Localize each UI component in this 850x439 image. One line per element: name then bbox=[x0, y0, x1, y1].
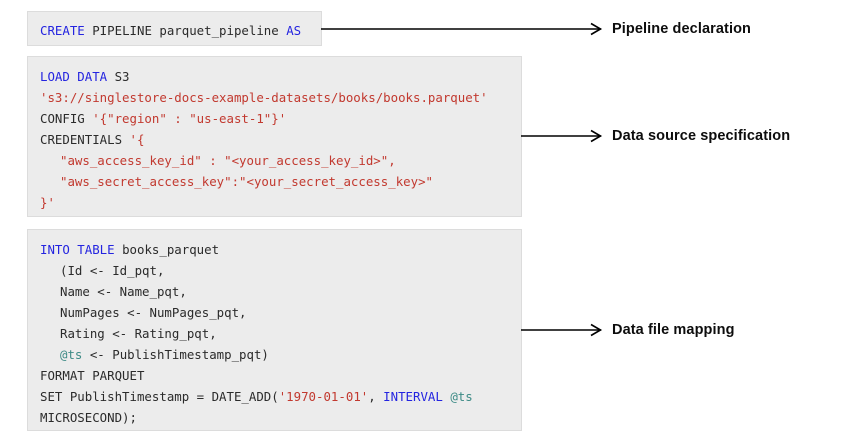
annotation-data-file-mapping: Data file mapping bbox=[612, 322, 735, 338]
code-line: MICROSECOND); bbox=[40, 407, 509, 428]
code-line: INTO TABLE books_parquet bbox=[40, 239, 509, 260]
code-token-kw: INTO TABLE bbox=[40, 242, 115, 257]
code-token-pln: books_parquet bbox=[114, 242, 220, 257]
code-line: Rating <- Rating_pqt, bbox=[40, 323, 509, 344]
code-token-var: @ts bbox=[60, 347, 83, 362]
code-token-str: '{ bbox=[129, 132, 145, 147]
code-block-data-file-mapping: INTO TABLE books_parquet (Id <- Id_pqt, Na… bbox=[27, 229, 522, 431]
code-line: CREATE PIPELINE parquet_pipeline AS bbox=[40, 20, 309, 41]
code-token-pln: CONFIG bbox=[40, 111, 93, 126]
code-token-pln: FORMAT PARQUET bbox=[40, 368, 145, 383]
code-token-pln: Name <- Name_pqt, bbox=[60, 284, 187, 299]
code-line: CONFIG '{"region" : "us-east-1"}' bbox=[40, 108, 509, 129]
code-line: "aws_access_key_id" : "<your_access_key_… bbox=[40, 150, 509, 171]
code-line: LOAD DATA S3 bbox=[40, 66, 509, 87]
code-token-str: '1970-01-01' bbox=[278, 389, 369, 404]
code-token-pln: , bbox=[368, 389, 384, 404]
code-token-pln: SET PublishTimestamp = DATE_ADD( bbox=[40, 389, 279, 404]
code-token-pln: Rating <- Rating_pqt, bbox=[60, 326, 217, 341]
code-line: }' bbox=[40, 192, 509, 213]
arrow-to-data-file-mapping bbox=[521, 323, 606, 337]
annotation-data-source-specification: Data source specification bbox=[612, 128, 791, 144]
code-token-kw: LOAD DATA bbox=[40, 69, 108, 84]
code-token-pln: NumPages <- NumPages_pqt, bbox=[60, 305, 247, 320]
code-token-pln: (Id <- Id_pqt, bbox=[60, 263, 165, 278]
arrow-to-data-source-specification bbox=[521, 129, 606, 143]
code-token-str: "aws_secret_access_key":"<your_secret_ac… bbox=[60, 174, 433, 189]
code-line: FORMAT PARQUET bbox=[40, 365, 509, 386]
code-token-pln: PIPELINE parquet_pipeline bbox=[84, 23, 287, 38]
code-block-data-source-specification: LOAD DATA S3 's3://singlestore-docs-examp… bbox=[27, 56, 522, 217]
code-token-pln: S3 bbox=[107, 69, 130, 84]
code-line: CREDENTIALS '{ bbox=[40, 129, 509, 150]
code-token-pln: CREDENTIALS bbox=[40, 132, 130, 147]
code-line: "aws_secret_access_key":"<your_secret_ac… bbox=[40, 171, 509, 192]
code-block-pipeline-declaration: CREATE PIPELINE parquet_pipeline AS bbox=[27, 11, 322, 46]
code-token-str: "aws_access_key_id" : "<your_access_key_… bbox=[60, 153, 396, 168]
code-token-kw: AS bbox=[286, 23, 302, 38]
code-token-kw: CREATE bbox=[40, 23, 85, 38]
code-token-kw: INTERVAL bbox=[383, 389, 443, 404]
code-token-str: 's3://singlestore-docs-example-datasets/… bbox=[40, 90, 488, 105]
arrow-to-pipeline-declaration bbox=[321, 22, 606, 36]
code-token-pln: <- PublishTimestamp_pqt) bbox=[82, 347, 269, 362]
code-line: 's3://singlestore-docs-example-datasets/… bbox=[40, 87, 509, 108]
code-line: SET PublishTimestamp = DATE_ADD('1970-01… bbox=[40, 386, 509, 407]
code-token-var: @ts bbox=[450, 389, 473, 404]
annotation-pipeline-declaration: Pipeline declaration bbox=[612, 21, 751, 37]
code-line: @ts <- PublishTimestamp_pqt) bbox=[40, 344, 509, 365]
code-line: NumPages <- NumPages_pqt, bbox=[40, 302, 509, 323]
code-token-str: '{"region" : "us-east-1"}' bbox=[92, 111, 287, 126]
code-line: Name <- Name_pqt, bbox=[40, 281, 509, 302]
code-token-str: }' bbox=[40, 195, 55, 210]
code-line: (Id <- Id_pqt, bbox=[40, 260, 509, 281]
code-token-pln: MICROSECOND); bbox=[40, 410, 137, 425]
